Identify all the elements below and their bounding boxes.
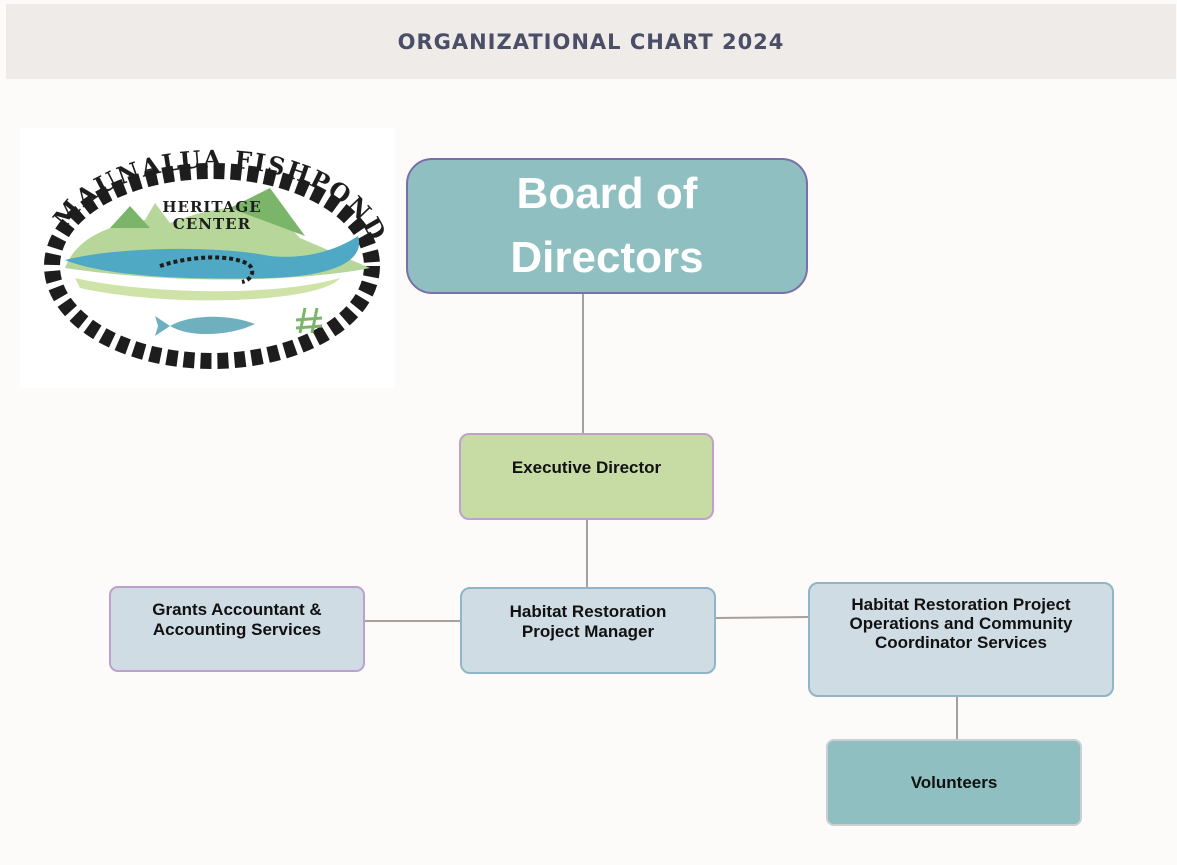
svg-text:CENTER: CENTER	[173, 215, 251, 233]
project-manager-box: Habitat Restoration Project Manager	[460, 587, 716, 674]
manager-to-ops-line	[715, 616, 809, 619]
manager-label-line1: Habitat Restoration	[509, 602, 667, 622]
board-of-directors-box: Board of Directors	[406, 158, 808, 294]
board-label-line1: Board of	[516, 169, 698, 219]
board-label-line2: Directors	[510, 233, 704, 282]
svg-text:HERITAGE: HERITAGE	[162, 198, 261, 216]
ops-label-line2: Operations and Community	[849, 614, 1073, 634]
page-title: ORGANIZATIONAL CHART 2024	[397, 29, 785, 54]
executive-director-label: Executive Director	[511, 457, 662, 477]
logo: MAUNALUA FISHPOND HERITAGE CENTER	[20, 128, 395, 388]
volunteers-label: Volunteers	[910, 772, 998, 792]
executive-director-box: Executive Director	[459, 433, 714, 520]
fishpond-logo-icon: MAUNALUA FISHPOND HERITAGE CENTER	[44, 144, 391, 369]
operations-coordinator-box: Habitat Restoration Project Operations a…	[808, 582, 1114, 697]
title-banner: ORGANIZATIONAL CHART 2024	[6, 4, 1176, 79]
volunteers-box: Volunteers	[826, 739, 1082, 826]
manager-label-line2: Project Manager	[521, 621, 655, 641]
grants-label-line1: Grants Accountant &	[152, 599, 322, 619]
grants-accountant-box: Grants Accountant & Accounting Services	[109, 586, 365, 672]
ops-label-line3: Coordinator Services	[875, 632, 1047, 652]
ops-label-line1: Habitat Restoration Project	[851, 595, 1071, 615]
grants-label-line2: Accounting Services	[152, 620, 322, 639]
